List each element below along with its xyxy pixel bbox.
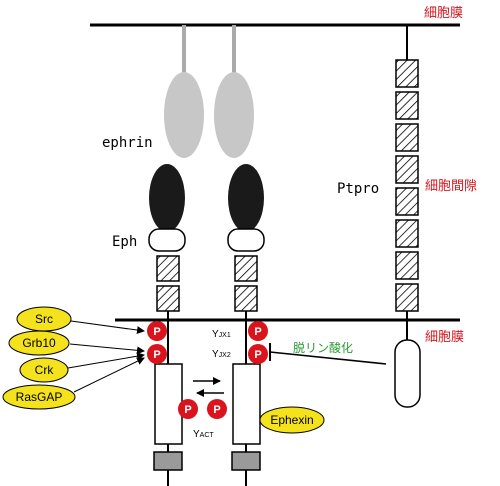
ptpro-phosphatase <box>394 25 421 408</box>
y-jx1-label: YJX1 <box>212 329 231 340</box>
adaptor-crk: Crk <box>19 357 69 383</box>
dephosphorylation-label: 脱リン酸化 <box>293 340 353 355</box>
phospho-left-act: P <box>178 399 198 419</box>
svg-text:P: P <box>184 404 191 416</box>
phospho-right-jx1: P <box>248 321 268 341</box>
svg-text:Src: Src <box>35 312 53 326</box>
svg-text:Ephexin: Ephexin <box>270 413 313 427</box>
svg-text:RasGAP: RasGAP <box>16 390 63 404</box>
phospho-left-jx2: P <box>147 344 167 364</box>
ephrin-ligand-left <box>164 25 204 158</box>
svg-text:Grb10: Grb10 <box>22 336 56 350</box>
svg-text:P: P <box>153 326 160 338</box>
membrane-bottom-label: 細胞膜 <box>425 330 464 345</box>
ephrin-label: ephrin <box>102 135 153 151</box>
phospho-left-jx1: P <box>147 321 167 341</box>
arrow-src <box>70 320 145 335</box>
arrow-rasgap <box>73 357 145 393</box>
membrane-top-label: 細胞膜 <box>424 6 463 21</box>
ptpro-label: Ptpro <box>337 181 379 197</box>
svg-text:Crk: Crk <box>35 363 55 377</box>
eph-receptor-left <box>148 164 186 486</box>
arrow-crk <box>67 352 145 369</box>
y-jx2-label: YJX2 <box>212 349 231 360</box>
adaptor-rasgap: RasGAP <box>2 384 76 410</box>
phospho-right-act: P <box>207 399 227 419</box>
adaptor-src: Src <box>16 306 72 332</box>
svg-text:P: P <box>153 349 160 361</box>
svg-text:P: P <box>254 349 261 361</box>
adaptor-grb10: Grb10 <box>8 330 70 356</box>
eph-label: Eph <box>112 234 137 250</box>
dephosphorylation-inhibition <box>269 343 387 365</box>
svg-text:P: P <box>254 326 261 338</box>
svg-text:P: P <box>213 404 220 416</box>
phospho-right-jx2: P <box>248 344 268 364</box>
ephrin-ligand-right <box>214 25 254 158</box>
intercellular-space-label: 細胞間隙 <box>425 179 477 194</box>
arrow-grb10 <box>69 343 145 355</box>
eph-receptor-right <box>227 164 265 486</box>
y-act-label: YACT <box>193 429 214 440</box>
ephexin-oval: Ephexin <box>259 406 325 434</box>
